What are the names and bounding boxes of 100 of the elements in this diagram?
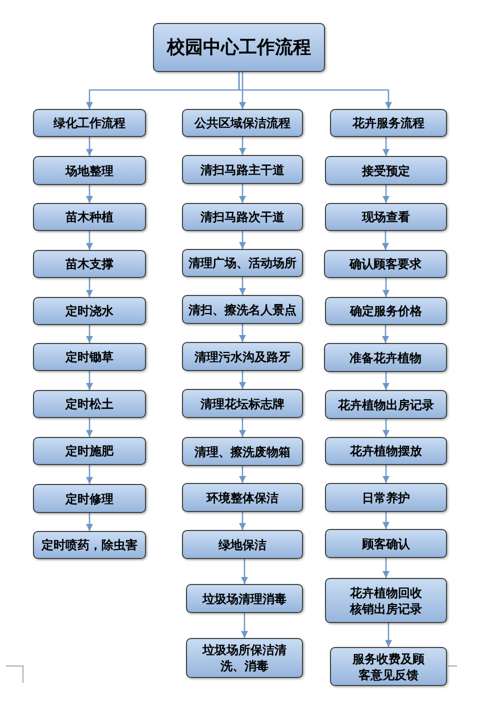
process-box (182, 483, 303, 512)
step-text: 顾客确认 (362, 536, 410, 552)
process-box (33, 109, 146, 137)
step-text: 定时喷药，除虫害 (42, 537, 138, 553)
arrow (385, 623, 392, 647)
arrow (86, 231, 93, 250)
process-box (325, 297, 447, 325)
arrow (382, 325, 389, 343)
step-text: 确认顾客要求 (350, 256, 422, 272)
arrow (382, 512, 390, 529)
process-box (33, 390, 146, 418)
arrow (239, 371, 246, 389)
step-text: 清理、擦洗废物箱 (194, 444, 290, 460)
process-box (325, 578, 447, 623)
process-box (182, 530, 303, 559)
root-box (153, 23, 325, 72)
process-box (33, 343, 146, 371)
root-text: 校园中心工作流程 (167, 36, 311, 58)
step-text: 清理广场、活动场所 (188, 255, 296, 271)
step-text: 定时浇水 (66, 303, 114, 319)
process-box (325, 437, 447, 465)
process-box (325, 483, 447, 512)
process-box (325, 390, 447, 419)
step-text: 准备花卉植物 (350, 350, 422, 366)
arrow (86, 465, 93, 484)
process-box (325, 203, 447, 231)
process-box (186, 638, 303, 678)
arrow (86, 137, 93, 156)
step-text: 绿地保洁 (218, 536, 266, 552)
step-text: 花卉服务流程 (352, 115, 424, 131)
arrow (241, 559, 248, 584)
process-box (33, 531, 146, 559)
step-text: 定时施肥 (66, 443, 114, 459)
process-box (182, 389, 303, 418)
step-text: 花卉植物回收核销出房记录 (349, 584, 423, 616)
process-box (33, 297, 146, 325)
step-text: 清理花坛标志牌 (200, 396, 284, 412)
step-text: 苗木种植 (66, 209, 114, 225)
arrow (382, 185, 390, 203)
step-text: 定时锄草 (66, 349, 114, 365)
step-text: 接受预定 (362, 162, 410, 178)
process-box (182, 342, 303, 371)
process-box (33, 250, 146, 278)
step-text: 绿化工作流程 (54, 115, 126, 131)
process-box (182, 203, 303, 231)
step-text: 苗木支撑 (66, 256, 114, 272)
step-text: 服务收费及顾客意见反馈 (352, 650, 426, 682)
arrow (382, 137, 390, 156)
arrow (382, 558, 390, 578)
arrow (382, 465, 390, 483)
process-box (330, 647, 447, 686)
arrow (239, 231, 246, 249)
step-text: 公共区域保洁流程 (194, 115, 290, 131)
arrow (86, 418, 93, 437)
process-box (182, 437, 303, 466)
step-text: 清理污水沟及路牙 (194, 348, 290, 364)
process-box (33, 203, 146, 231)
step-text: 清扫马路次干道 (200, 209, 284, 225)
step-text: 垃圾场清理消毒 (202, 590, 286, 606)
process-box (325, 529, 447, 558)
process-box (182, 155, 303, 184)
arrow (382, 231, 389, 250)
process-box (330, 109, 447, 137)
process-box (33, 437, 146, 465)
arrow (239, 277, 246, 295)
step-text: 清扫、擦洗名人景点 (188, 302, 296, 318)
arrow (239, 72, 246, 109)
arrow (239, 418, 246, 437)
arrow (239, 184, 246, 203)
arrow (86, 513, 93, 531)
step-text: 日常养护 (362, 490, 410, 506)
step-text: 垃圾场所保洁清洗、消毒 (202, 642, 288, 674)
process-box (33, 156, 146, 185)
arrow (241, 613, 248, 638)
step-text: 现场查看 (362, 209, 410, 225)
arrow (238, 72, 392, 109)
process-box (324, 250, 447, 278)
arrow (86, 278, 93, 297)
step-text: 定时修理 (66, 490, 114, 506)
process-box (182, 109, 303, 137)
step-text: 场地整理 (66, 162, 114, 178)
step-text: 清扫马路主干道 (200, 162, 284, 178)
step-text: 定时松土 (66, 396, 114, 412)
process-box (182, 249, 303, 277)
arrow (239, 324, 246, 342)
process-box (33, 484, 146, 513)
process-box (186, 584, 303, 613)
arrow (86, 185, 93, 203)
arrow (239, 137, 246, 155)
arrow (382, 278, 390, 297)
step-text: 花卉植物出房记录 (338, 396, 434, 412)
step-text: 环境整体保洁 (206, 490, 278, 506)
step-text: 花卉植物摆放 (350, 443, 422, 459)
arrow (382, 419, 390, 437)
process-box (182, 295, 303, 324)
arrow (239, 466, 246, 483)
process-box (325, 156, 447, 185)
step-text: 确定服务价格 (350, 303, 422, 319)
arrow (86, 371, 93, 390)
arrow (86, 325, 93, 343)
